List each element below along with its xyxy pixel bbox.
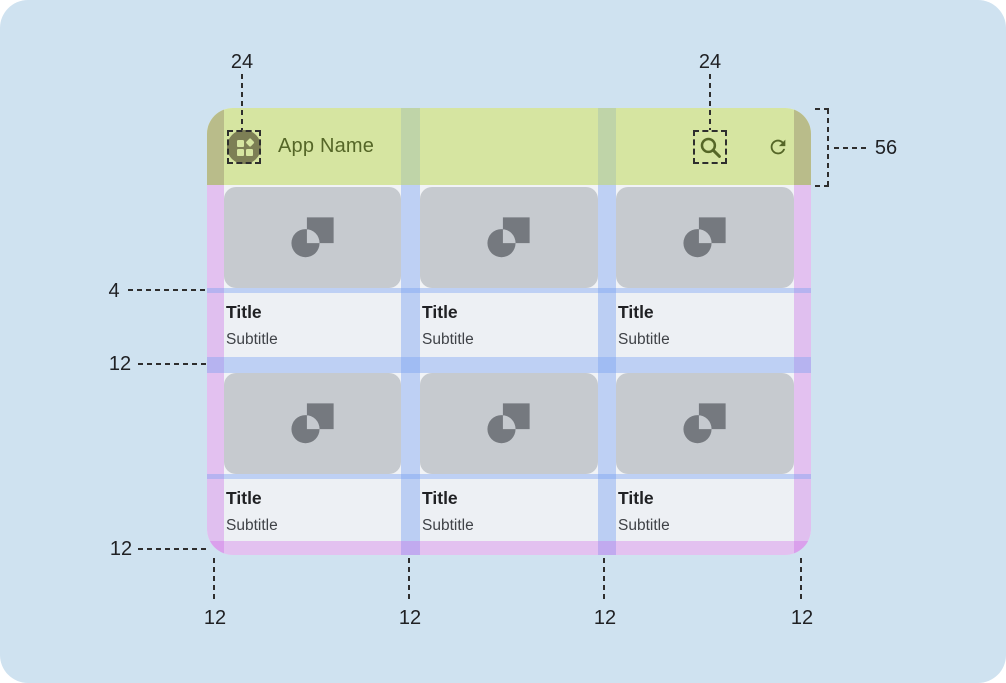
card-subtitle: Subtitle <box>422 517 474 534</box>
appbar-gutter-keyline-2 <box>598 108 616 185</box>
leader-line <box>213 558 215 602</box>
image-text-gap-keyline-1 <box>207 288 811 293</box>
bottom-margin-keyline <box>207 541 811 555</box>
dim-label-bottom-3: 12 <box>593 607 617 629</box>
leader-line <box>128 289 207 291</box>
leader-line <box>241 74 243 130</box>
text-band-row-2 <box>207 479 811 541</box>
card-subtitle: Subtitle <box>422 331 474 348</box>
bracket-tick-bottom <box>815 185 829 187</box>
right-margin-keyline <box>794 185 811 555</box>
app-layout-mockup: App Name <box>207 108 811 555</box>
dim-label-bottom-4: 12 <box>790 607 814 629</box>
dim-label-bottom-margin-left: 12 <box>109 538 133 560</box>
leader-line <box>138 363 207 365</box>
dim-label-appbar-height: 56 <box>874 137 898 159</box>
dim-label-image-text-gap: 4 <box>108 280 120 302</box>
card-text-block[interactable]: Title Subtitle <box>618 479 670 535</box>
search-icon[interactable] <box>693 130 727 164</box>
card-title: Title <box>618 302 654 322</box>
leader-line <box>834 147 866 149</box>
dim-label-bottom-1: 12 <box>203 607 227 629</box>
card-subtitle: Subtitle <box>618 331 670 348</box>
card-title: Title <box>226 302 262 322</box>
appbar-gutter-keyline-1 <box>401 108 420 185</box>
app-bar-title: App Name <box>278 135 375 157</box>
app-logo-icon[interactable] <box>227 130 261 164</box>
image-text-gap-keyline-2 <box>207 474 811 479</box>
card-subtitle: Subtitle <box>226 331 278 348</box>
card-subtitle: Subtitle <box>226 517 278 534</box>
card-image[interactable] <box>224 187 401 288</box>
card-image[interactable] <box>616 373 794 474</box>
bracket-tick-top <box>815 108 829 110</box>
leader-line <box>408 558 410 602</box>
leader-line <box>138 548 207 550</box>
dim-label-icon-size-right: 24 <box>698 51 722 73</box>
logo-icon-measure-box <box>227 130 261 164</box>
gutter-keyline-1 <box>401 185 420 555</box>
card-image[interactable] <box>420 373 598 474</box>
card-title: Title <box>422 302 458 322</box>
dim-label-bottom-2: 12 <box>398 607 422 629</box>
card-subtitle: Subtitle <box>618 517 670 534</box>
card-title: Title <box>618 488 654 508</box>
leader-line <box>709 74 711 130</box>
card-title: Title <box>226 488 262 508</box>
text-band-row-1 <box>207 293 811 357</box>
left-margin-keyline <box>207 185 224 555</box>
dim-label-row-gap: 12 <box>108 353 132 375</box>
card-text-block[interactable]: Title Subtitle <box>422 479 474 535</box>
card-image[interactable] <box>420 187 598 288</box>
card-text-block[interactable]: Title Subtitle <box>422 293 474 349</box>
leader-line <box>603 558 605 602</box>
search-icon-measure-box <box>693 130 727 164</box>
card-title: Title <box>422 488 458 508</box>
card-image[interactable] <box>224 373 401 474</box>
card-text-block[interactable]: Title Subtitle <box>226 293 278 349</box>
card-text-block[interactable]: Title Subtitle <box>618 293 670 349</box>
card-text-block[interactable]: Title Subtitle <box>226 479 278 535</box>
gutter-keyline-2 <box>598 185 616 555</box>
dim-label-icon-size-left: 24 <box>230 51 254 73</box>
row-gap-keyline <box>207 357 811 373</box>
refresh-icon[interactable] <box>767 136 789 158</box>
card-image[interactable] <box>616 187 794 288</box>
leader-line <box>800 558 802 602</box>
appbar-left-margin-keyline <box>207 108 224 185</box>
appbar-right-margin-keyline <box>794 108 811 185</box>
bracket-line <box>827 109 829 186</box>
